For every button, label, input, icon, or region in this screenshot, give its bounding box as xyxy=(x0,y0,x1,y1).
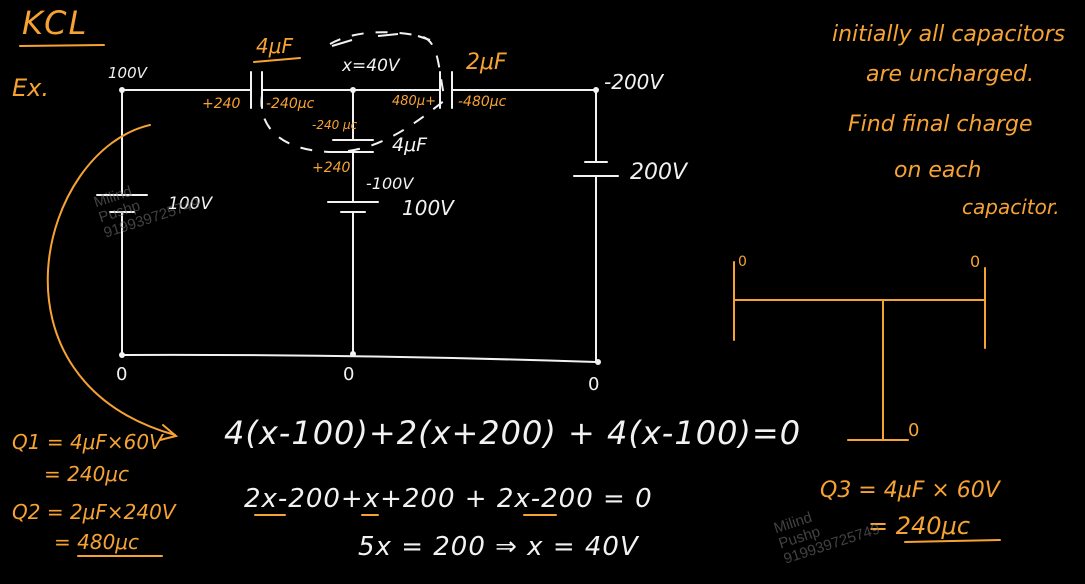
problem-line-2: are uncharged. xyxy=(866,62,1034,87)
problem-line-5: capacitor. xyxy=(962,195,1060,219)
sketch-left-node-label: 0 xyxy=(738,254,747,270)
node-top-left xyxy=(119,87,125,93)
q3-line-1: Q3 = 4μF × 60V xyxy=(820,478,1000,503)
c2-right-plate-charge: -480μc xyxy=(458,94,507,110)
arrow-curve-to-q1 xyxy=(46,124,176,436)
problem-line-1: initially all capacitors xyxy=(832,22,1066,47)
example-label: Ex. xyxy=(12,74,49,102)
c1-label-underline xyxy=(253,57,301,63)
q2-line-2: = 480μc xyxy=(54,530,140,554)
underline-q3 xyxy=(904,539,1001,543)
sketch-right-node-label: 0 xyxy=(970,252,981,271)
c1-right-plate-charge: -240μc xyxy=(266,96,315,112)
right-node-voltage: -200V xyxy=(604,70,664,94)
ground-middle-label: 0 xyxy=(343,364,355,385)
dashed-node-outline xyxy=(260,31,447,154)
ground-right-label: 0 xyxy=(588,374,600,395)
node-bottom-left xyxy=(119,352,125,358)
c1-left-plate-charge: +240 xyxy=(202,96,241,112)
capacitor-c1-label: 4μF xyxy=(256,34,293,58)
node-bottom-middle xyxy=(350,351,356,357)
left-node-voltage: 100V xyxy=(108,64,147,82)
expanded-equation: 2x-200+x+200 + 2x-200 = 0 xyxy=(244,484,653,514)
battery-left-label: 100V xyxy=(168,194,213,214)
problem-line-4: on each xyxy=(894,158,982,183)
battery-middle-label: 100V xyxy=(402,196,454,220)
c3-top-plate-charge: -240 μc xyxy=(312,118,358,132)
ground-left-label: 0 xyxy=(116,364,128,385)
node-x xyxy=(350,87,356,93)
q1-line-2: = 240μc xyxy=(44,462,130,486)
q3-line-2: = 240μc xyxy=(868,512,971,540)
capacitor-c3-label: 4μF xyxy=(392,134,428,156)
page-title: KCL xyxy=(22,4,89,42)
kcl-equation: 4(x-100)+2(x+200) + 4(x-100)=0 xyxy=(224,414,802,452)
problem-line-3: Find final charge xyxy=(848,112,1033,137)
node-x-voltage: x=40V xyxy=(342,56,400,76)
node-top-right xyxy=(593,87,599,93)
arrow-head-q1 xyxy=(159,424,179,441)
wire-bottom xyxy=(121,353,597,363)
node-bottom-right xyxy=(595,359,601,365)
solved-equation: 5x = 200 ⇒ x = 40V xyxy=(358,532,639,562)
capacitor-c2-label: 2μF xyxy=(466,50,507,75)
q2-line-1: Q2 = 2μF×240V xyxy=(12,500,176,524)
q1-line-1: Q1 = 4μF×60V xyxy=(12,430,163,454)
battery-right-label: 200V xyxy=(630,160,688,185)
battery-middle-node-voltage: -100V xyxy=(366,174,414,193)
title-underline xyxy=(19,44,105,47)
c3-bottom-plate-charge: +240 xyxy=(312,160,351,176)
sketch-bottom-node-label: 0 xyxy=(908,420,920,441)
dashed-node-outline-top xyxy=(331,33,431,47)
c2-left-plate-charge: 480μ+ xyxy=(392,94,436,109)
